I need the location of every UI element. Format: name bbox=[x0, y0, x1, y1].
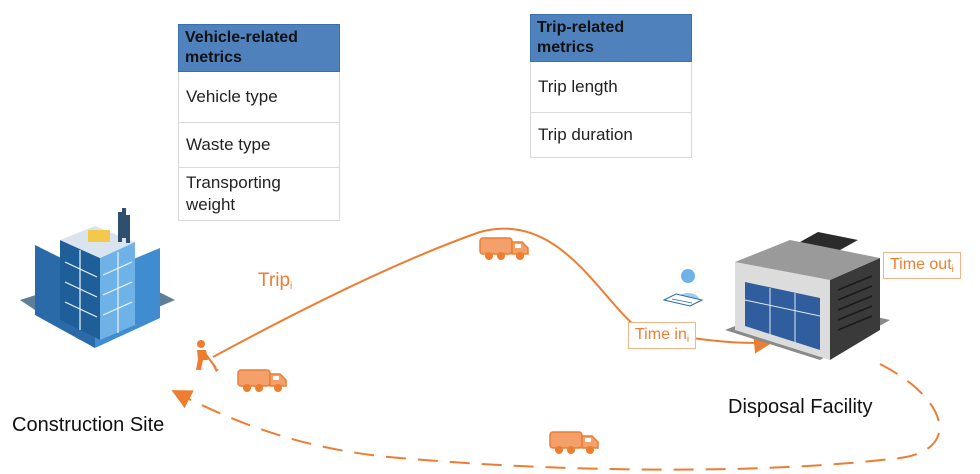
vehicle-metric-row: Waste type bbox=[178, 122, 340, 168]
vehicle-metrics-table: Vehicle-related metrics Vehicle type Was… bbox=[178, 24, 340, 221]
disposal-warehouse-icon bbox=[725, 232, 890, 360]
time-in-label: Time ini bbox=[628, 322, 697, 349]
trip-metric-row: Trip length bbox=[530, 61, 692, 113]
truck-icon bbox=[479, 237, 529, 261]
truck-icon bbox=[549, 431, 599, 455]
trip-label: Tripi bbox=[258, 270, 293, 292]
trip-metrics-table: Trip-related metrics Trip length Trip du… bbox=[530, 14, 692, 158]
worker-digging-icon bbox=[196, 340, 219, 372]
vehicle-metric-row: Vehicle type bbox=[178, 71, 340, 123]
vehicle-metric-row: Transporting weight bbox=[178, 167, 340, 221]
disposal-facility-label: Disposal Facility bbox=[728, 396, 873, 418]
time-out-label: Time outi bbox=[883, 252, 961, 279]
truck-icon bbox=[237, 369, 287, 393]
trip-metric-row: Trip duration bbox=[530, 112, 692, 158]
trip-route-line bbox=[212, 227, 774, 358]
office-building-icon bbox=[20, 208, 175, 348]
trip-metrics-header: Trip-related metrics bbox=[530, 14, 692, 62]
vehicle-metrics-header: Vehicle-related metrics bbox=[178, 24, 340, 72]
construction-site-label: Construction Site bbox=[12, 414, 165, 436]
clerk-recording-icon bbox=[662, 269, 704, 307]
return-route-dashed-line bbox=[171, 363, 941, 471]
